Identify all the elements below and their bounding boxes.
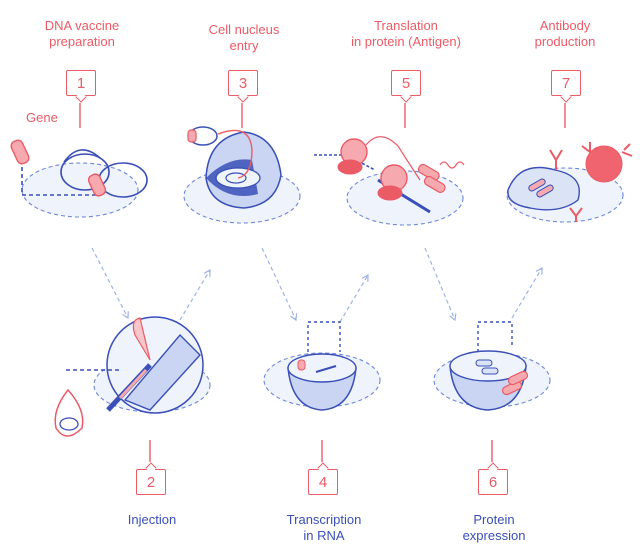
step-5-badge: 5: [391, 70, 421, 96]
step-7-badge: 7: [551, 70, 581, 96]
nucleus-illustration: [187, 126, 282, 209]
flow-arrows: [91, 247, 543, 323]
step-4-caption: Transcription in RNA: [286, 512, 362, 543]
badge-connectors: [79, 103, 566, 462]
step-3-caption: Cell nucleus entry: [208, 22, 280, 53]
gene-segments: [10, 139, 107, 197]
step-5-caption: Translation in protein (Antigen): [351, 18, 461, 49]
step-3-badge: 3: [228, 70, 258, 96]
step-6-badge: 6: [478, 469, 508, 495]
injection-illustration: [54, 316, 204, 437]
step-4-badge: 4: [308, 469, 338, 495]
gene-label: Gene: [26, 110, 58, 125]
protein-expression-illustration: [449, 321, 529, 411]
step-1-badge: 1: [66, 70, 96, 96]
antibody-illustration: [507, 142, 633, 222]
step-7-caption: Antibody production: [534, 18, 596, 49]
step-1-caption: DNA vaccine preparation: [44, 18, 120, 49]
ribosome-illustration: [314, 136, 465, 214]
step-2-caption: Injection: [127, 512, 177, 527]
transcription-illustration: [287, 321, 357, 411]
step-2-badge: 2: [136, 469, 166, 495]
step-6-caption: Protein expression: [462, 512, 526, 543]
